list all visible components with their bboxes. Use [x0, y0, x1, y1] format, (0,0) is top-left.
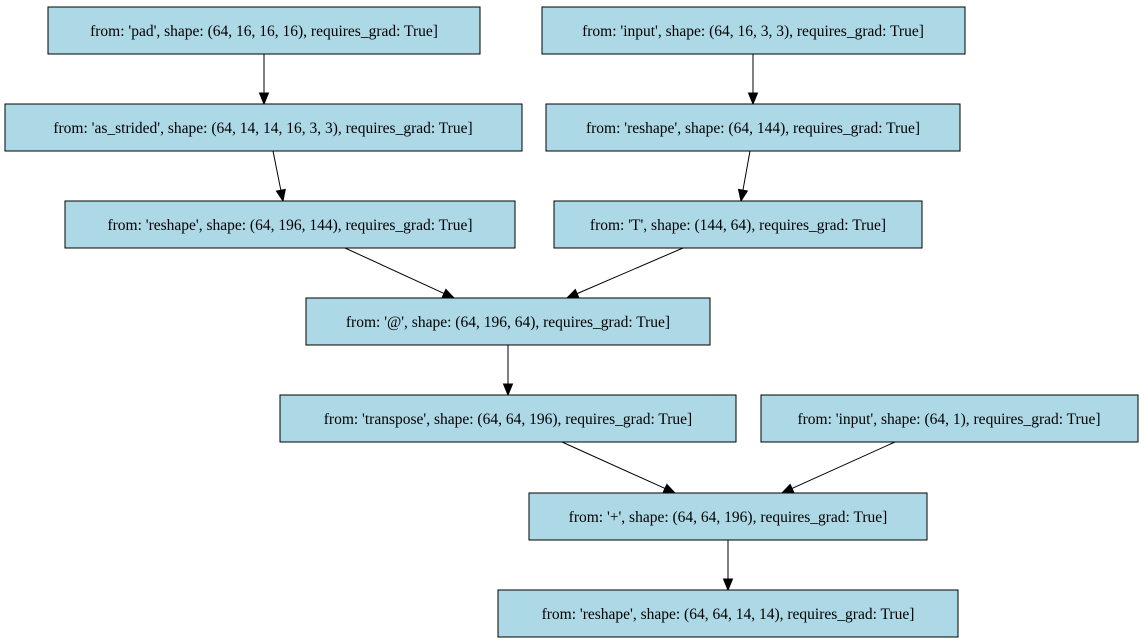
edge-n9-n10 [780, 441, 896, 494]
edge-n3-n5 [272, 150, 286, 203]
edge-n7-n8 [502, 345, 514, 397]
edge-n2-n4 [747, 54, 759, 106]
node-label: from: 'reshape', shape: (64, 64, 14, 14)… [542, 606, 915, 623]
graph-node: from: 'as_strided', shape: (64, 14, 14, … [4, 103, 523, 152]
node-label: from: 'reshape', shape: (64, 196, 144), … [107, 217, 472, 234]
arrowhead [565, 288, 580, 299]
node-label: from: '+', shape: (64, 64, 196), require… [569, 509, 888, 526]
node-label: from: 'input', shape: (64, 16, 3, 3), re… [582, 23, 924, 40]
edge-n8-n10 [561, 441, 677, 494]
arrowhead [441, 288, 456, 299]
arrowhead [275, 188, 286, 203]
graph-node: from: 'reshape', shape: (64, 144), requi… [545, 103, 961, 152]
node-label: from: 'transpose', shape: (64, 64, 196),… [324, 411, 692, 428]
graph-node: from: 'reshape', shape: (64, 196, 144), … [64, 200, 516, 249]
node-label: from: 'input', shape: (64, 1), requires_… [797, 411, 1100, 428]
edge-line [742, 150, 751, 191]
edge-n1-n3 [258, 54, 270, 106]
graph-node: from: 'input', shape: (64, 16, 3, 3), re… [541, 6, 966, 55]
edge-line [272, 150, 282, 191]
graph-node: from: 'pad', shape: (64, 16, 16, 16), re… [47, 6, 481, 55]
node-label: from: '@', shape: (64, 196, 64), require… [346, 314, 670, 331]
edge-n6-n7 [565, 247, 684, 299]
graph-node: from: '@', shape: (64, 196, 64), require… [305, 297, 711, 346]
edge-line [344, 247, 445, 294]
edge-line [561, 441, 666, 489]
arrowhead [780, 483, 795, 494]
graph-node: from: 'input', shape: (64, 1), requires_… [760, 394, 1139, 443]
node-label: from: 'as_strided', shape: (64, 14, 14, … [53, 120, 472, 137]
arrowhead [502, 383, 514, 397]
graph-node: from: 'transpose', shape: (64, 64, 196),… [279, 394, 737, 443]
arrowhead [258, 92, 270, 106]
edge-n4-n6 [737, 150, 751, 203]
node-label: from: 'T', shape: (144, 64), requires_gr… [590, 217, 886, 234]
edge-n5-n7 [344, 247, 456, 299]
node-label: from: 'pad', shape: (64, 16, 16, 16), re… [90, 23, 438, 40]
arrowhead [662, 483, 677, 494]
arrowhead [737, 188, 749, 203]
edge-line [791, 441, 896, 489]
edge-n10-n11 [722, 540, 734, 592]
edges-layer [258, 54, 896, 592]
graph-node: from: 'reshape', shape: (64, 64, 14, 14)… [497, 589, 959, 638]
node-label: from: 'reshape', shape: (64, 144), requi… [586, 120, 920, 137]
graph-node: from: '+', shape: (64, 64, 196), require… [528, 492, 928, 541]
edge-line [576, 247, 684, 295]
graph-node: from: 'T', shape: (144, 64), requires_gr… [553, 200, 923, 249]
arrowhead [722, 578, 734, 592]
arrowhead [747, 92, 759, 106]
